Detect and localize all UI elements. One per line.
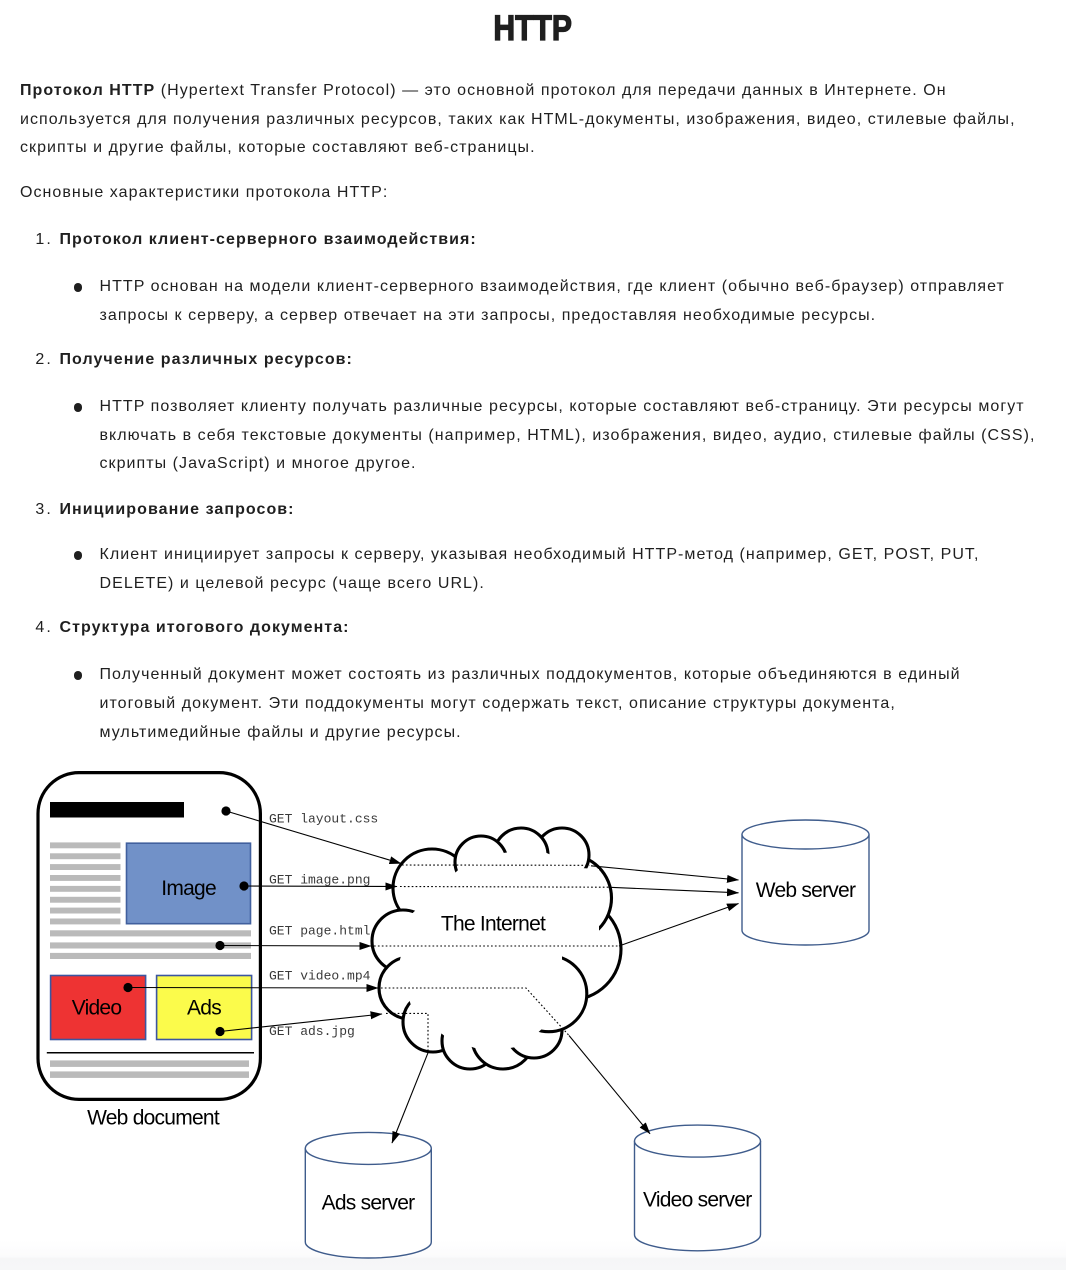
svg-text:Ads: Ads [187,996,221,1019]
svg-text:Video server: Video server [643,1189,752,1212]
svg-text:GET image.png: GET image.png [269,873,370,888]
svg-text:Image: Image [161,877,216,900]
svg-text:Video: Video [72,996,122,1019]
svg-text:GET video.mp4: GET video.mp4 [269,969,371,984]
svg-text:Ads server: Ads server [322,1192,416,1215]
svg-text:GET layout.css: GET layout.css [269,812,378,827]
svg-text:The Internet: The Internet [441,912,546,935]
svg-text:Web document: Web document [87,1106,220,1129]
svg-text:GET page.html: GET page.html [269,924,371,939]
svg-text:Web server: Web server [756,879,856,902]
svg-text:GET ads.jpg: GET ads.jpg [269,1024,355,1039]
